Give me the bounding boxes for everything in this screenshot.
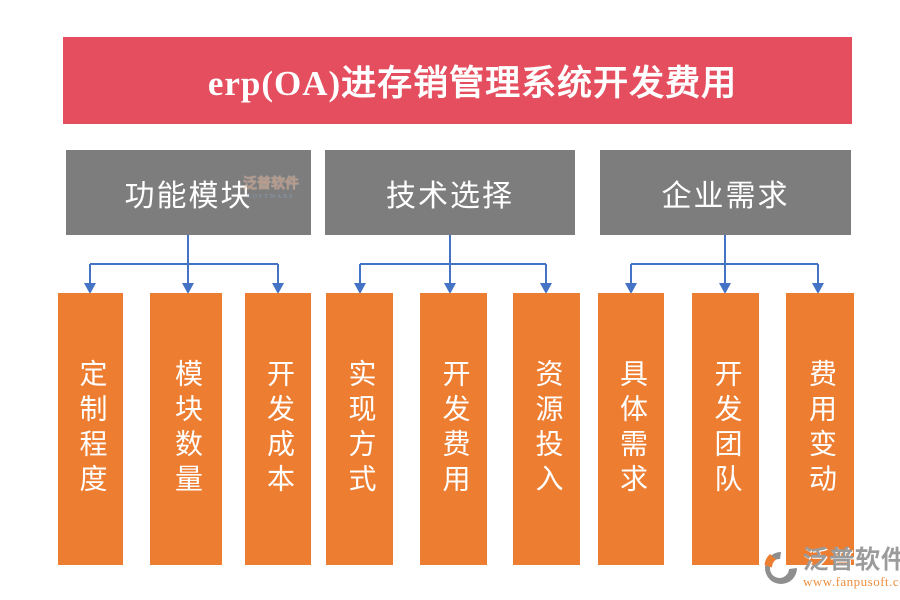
item-bar-implementation-method: 实现方式 [326,293,393,565]
item-bar-customization-degree: 定制程度 [58,293,123,565]
brand-url: www.fanpusoft.com [803,574,900,589]
item-label: 具体需求 [616,359,647,499]
category-box-enterprise-needs: 企业需求 [600,150,851,235]
category-label: 功能模块 [124,179,253,213]
category-label: 企业需求 [661,179,790,213]
item-label: 开发成本 [263,359,294,499]
brand-logo: 泛普软件 www.fanpusoft.com [761,548,900,590]
item-bar-development-fee: 开发费用 [420,293,487,565]
page-title: erp(OA)进存销管理系统开发费用 [207,64,738,103]
item-label: 资源投入 [531,359,563,499]
item-label: 费用变动 [805,359,836,499]
brand-name: 泛普软件 [803,547,900,574]
item-label: 开发费用 [438,359,470,499]
item-label: 模块数量 [171,359,202,499]
item-label: 定制程度 [75,359,107,499]
fanpu-swirl-icon [764,552,797,584]
item-bar-specific-requirements: 具体需求 [598,293,664,565]
item-bar-resource-investment: 资源投入 [513,293,580,565]
item-bar-module-quantity: 模块数量 [150,293,222,565]
item-label: 开发团队 [710,359,742,499]
item-bar-development-cost: 开发成本 [245,293,311,565]
category-box-technology-choice: 技术选择 [325,150,575,235]
title-banner: erp(OA)进存销管理系统开发费用 [63,37,852,124]
category-label: 技术选择 [386,179,514,213]
item-label: 实现方式 [344,359,376,499]
category-box-function-modules: 功能模块 [66,150,311,235]
item-bar-cost-fluctuation: 费用变动 [786,293,854,565]
item-bar-development-team: 开发团队 [692,293,759,565]
